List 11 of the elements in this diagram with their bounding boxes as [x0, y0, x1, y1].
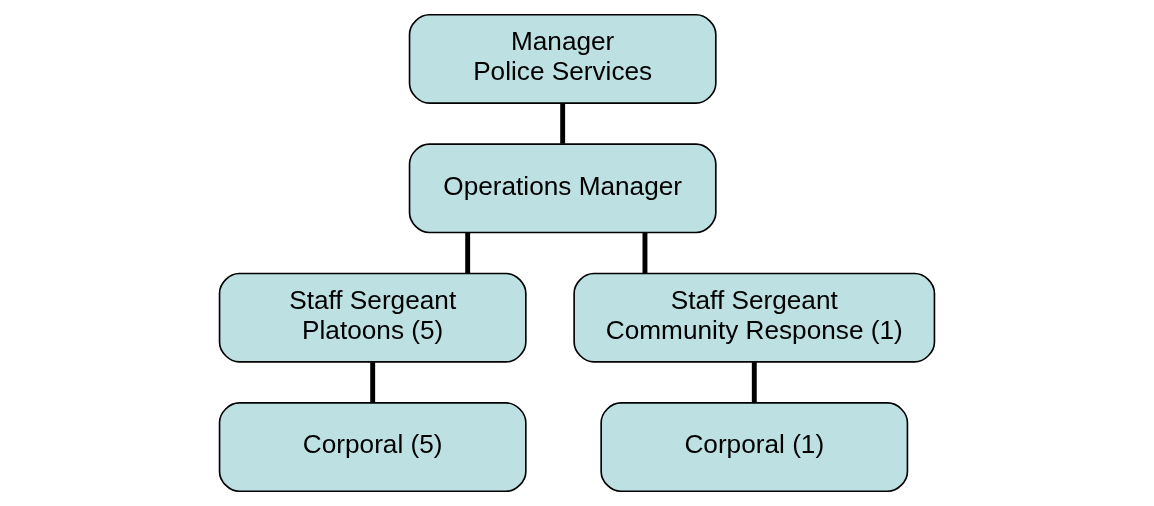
connector: [465, 232, 471, 274]
node-box: Corporal (5): [218, 402, 527, 493]
connector: [560, 103, 566, 144]
node-box: Operations Manager: [408, 143, 717, 234]
connector: [642, 232, 648, 274]
connector: [751, 362, 757, 403]
node-box: Staff Sergeant Platoons (5): [218, 272, 527, 363]
node-box: Corporal (1): [600, 402, 909, 493]
node-box: Manager Police Services: [408, 13, 717, 104]
connector: [370, 362, 376, 403]
node-box: Staff Sergeant Community Response (1): [573, 272, 936, 363]
